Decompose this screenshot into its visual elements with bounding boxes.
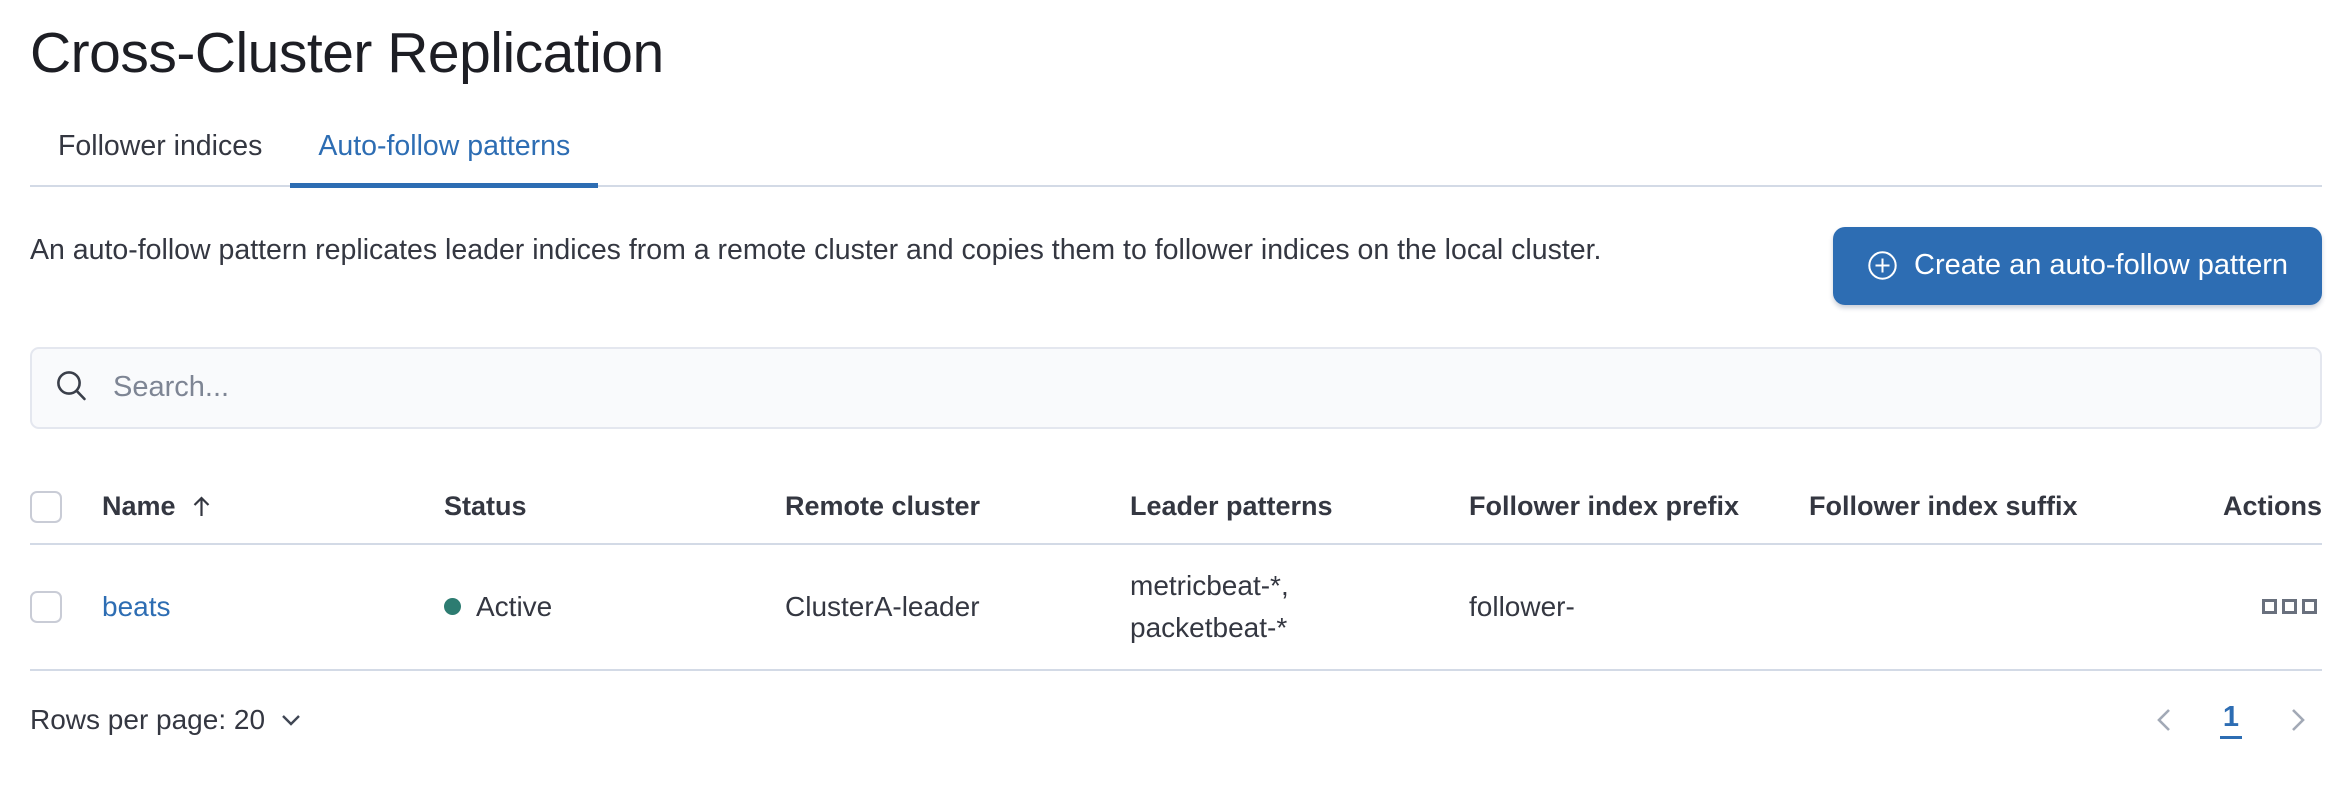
column-header-follower-index-suffix: Follower index suffix: [1809, 474, 2161, 545]
rows-per-page-selector[interactable]: Rows per page: 20: [30, 704, 303, 736]
rows-per-page-label: Rows per page: 20: [30, 703, 266, 735]
follower-index-prefix-cell: follower-: [1469, 543, 1809, 671]
pagination: 1: [2150, 701, 2312, 739]
chevron-down-icon: [279, 708, 303, 732]
remote-cluster-cell: ClusterA-leader: [785, 543, 1130, 671]
status-cell: Active: [444, 591, 785, 623]
ccr-page: Cross-Cluster Replication Follower indic…: [0, 20, 2336, 739]
boxes-horizontal-icon: [2262, 598, 2318, 616]
chevron-left-icon: [2150, 705, 2180, 735]
previous-page-button[interactable]: [2150, 705, 2180, 735]
page-title: Cross-Cluster Replication: [30, 21, 664, 85]
pattern-name-link[interactable]: beats: [102, 590, 171, 622]
row-checkbox[interactable]: [30, 590, 62, 623]
select-all-checkbox[interactable]: [30, 490, 62, 523]
next-page-button[interactable]: [2282, 705, 2312, 735]
table-footer: Rows per page: 20 1: [30, 701, 2322, 739]
status-label: Active: [476, 590, 553, 622]
search-bar: [30, 346, 2322, 429]
column-header-name-sortable[interactable]: Name: [102, 491, 215, 522]
leader-patterns-cell: metricbeat-*, packetbeat-*: [1130, 569, 1289, 643]
auto-follow-patterns-table: Name Status Remote cluster Leader patter…: [30, 474, 2322, 671]
column-header-name-label: Name: [102, 491, 176, 521]
tab-bar: Follower indices Auto-follow patterns: [30, 130, 2322, 188]
intro-section: An auto-follow pattern replicates leader…: [30, 226, 2322, 305]
tab-auto-follow-patterns[interactable]: Auto-follow patterns: [290, 130, 599, 188]
status-active-dot-icon: [444, 598, 461, 615]
plus-in-circle-icon: [1867, 250, 1898, 281]
column-header-actions: Actions: [2161, 474, 2322, 545]
column-header-status: Status: [444, 474, 785, 545]
column-header-follower-index-prefix: Follower index prefix: [1469, 474, 1809, 545]
search-icon: [54, 369, 91, 406]
tab-follower-indices[interactable]: Follower indices: [58, 130, 263, 162]
search-input[interactable]: [113, 371, 2298, 404]
chevron-right-icon: [2282, 705, 2312, 735]
create-button-label: Create an auto-follow pattern: [1914, 249, 2288, 281]
page-description: An auto-follow pattern replicates leader…: [30, 233, 1602, 266]
create-auto-follow-pattern-button[interactable]: Create an auto-follow pattern: [1833, 226, 2322, 305]
column-header-remote-cluster: Remote cluster: [785, 474, 1130, 545]
page-number-1[interactable]: 1: [2219, 701, 2242, 739]
table-header-row: Name Status Remote cluster Leader patter…: [30, 474, 2322, 545]
column-header-leader-patterns: Leader patterns: [1130, 474, 1469, 545]
sort-ascending-arrow-icon: [188, 493, 215, 520]
follower-index-suffix-cell: [1809, 543, 2161, 671]
table-row: beats Active ClusterA-leader metricbeat-…: [30, 543, 2322, 671]
row-actions-button[interactable]: [2258, 594, 2322, 620]
